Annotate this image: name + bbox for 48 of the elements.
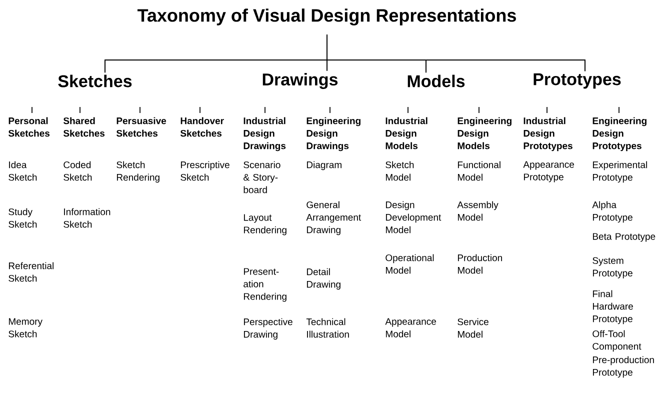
title: Taxonomy of Visual Design Representations xyxy=(138,8,516,26)
subcategory-heading: Engineering Design Prototypes xyxy=(592,117,646,152)
subcategory-heading: Handover Sketches xyxy=(180,117,224,137)
item-text: Diagram xyxy=(306,161,342,170)
item-text: Detail Drawing xyxy=(306,268,340,290)
item-text: Prescriptive Sketch xyxy=(180,161,230,181)
item-text: Appearance Prototype xyxy=(523,161,574,182)
subcategory-heading: Industrial Design Models xyxy=(386,117,428,150)
subcategory-heading: Industrial Design Prototypes xyxy=(524,117,572,152)
item-text: System Prototype xyxy=(592,257,632,278)
subcategory-heading: Personal Sketches xyxy=(8,117,50,137)
item-text: Design Development Model xyxy=(386,201,442,234)
item-text: Off-Tool Component xyxy=(592,330,642,352)
item-text: Study Sketch xyxy=(8,208,37,228)
subcategory-heading: Engineering Design Drawings xyxy=(306,117,360,152)
item-text: Layout Rendering xyxy=(244,214,286,236)
item-text: Information Sketch xyxy=(64,208,110,228)
item-text: Alpha Prototype xyxy=(592,201,632,223)
item-text: Coded Sketch xyxy=(64,161,92,181)
item-text: Production Model xyxy=(458,254,502,274)
item-text: Appearance Model xyxy=(385,318,436,338)
subcategory-heading: Persuasive Sketches xyxy=(116,117,166,137)
item-text: Idea Sketch xyxy=(8,161,37,181)
item-text: Present-ation Rendering xyxy=(244,268,286,302)
item-text: Assembly Model xyxy=(457,201,498,221)
category-heading: Prototypes xyxy=(534,73,621,89)
category-heading: Sketches xyxy=(58,74,132,88)
subcategory-heading: Industrial Design Drawings xyxy=(244,117,286,152)
item-text: Sketch Rendering xyxy=(116,161,160,183)
subcategory-heading: Shared Sketches xyxy=(63,117,105,137)
item-text: Scenario & Story-board xyxy=(244,161,280,194)
item-text: General Arrangement Drawing xyxy=(306,201,362,236)
item-text: Operational Model xyxy=(386,254,434,274)
item-text: Service Model xyxy=(458,318,488,338)
item-text: Pre-production Prototype xyxy=(592,356,654,378)
category-heading: Drawings xyxy=(262,73,338,89)
item-text: Referential Sketch xyxy=(8,262,54,282)
item-text: Functional Model xyxy=(458,161,500,181)
item-text: Final Hardware Prototype xyxy=(592,290,633,324)
item-text: Memory Sketch xyxy=(8,318,42,338)
item-text: Perspective Drawing xyxy=(244,318,292,340)
item-text: Sketch Model xyxy=(386,161,414,181)
subcategory-heading: Engineering Design Models xyxy=(458,117,512,150)
item-text: Experimental Prototype xyxy=(592,161,647,183)
item-text: Technical Illustration xyxy=(306,318,349,338)
connector-line xyxy=(326,34,586,72)
category-heading: Models xyxy=(408,74,465,88)
item-text: Beta Prototype xyxy=(592,233,656,242)
